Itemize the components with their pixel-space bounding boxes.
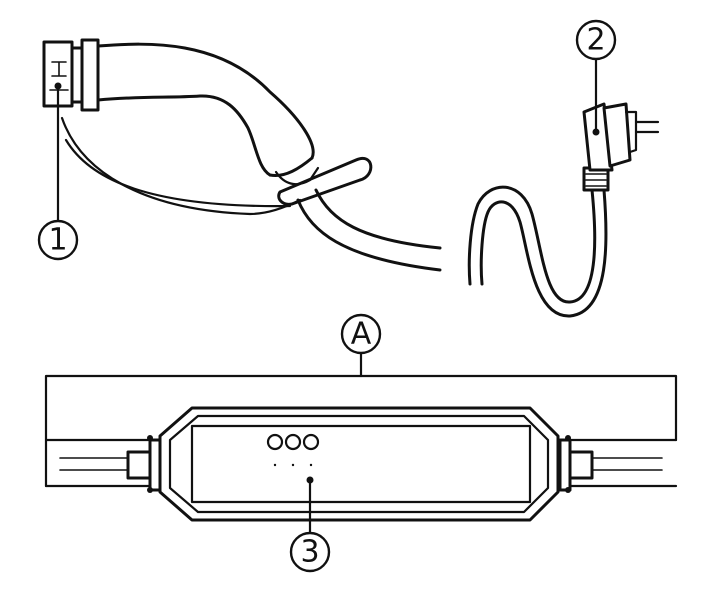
callout-A-label: A bbox=[351, 317, 372, 352]
callout-A: A bbox=[340, 313, 382, 355]
mains-plug bbox=[467, 56, 660, 318]
vehicle-connector bbox=[42, 38, 442, 272]
callout-1-label: 1 bbox=[48, 223, 67, 258]
callout-1: 1 bbox=[37, 219, 79, 261]
control-box bbox=[44, 350, 678, 536]
callout-3: 3 bbox=[289, 531, 331, 573]
callout-2: 2 bbox=[575, 19, 617, 61]
callout-2-label: 2 bbox=[586, 23, 605, 58]
callout-3-label: 3 bbox=[300, 535, 319, 570]
